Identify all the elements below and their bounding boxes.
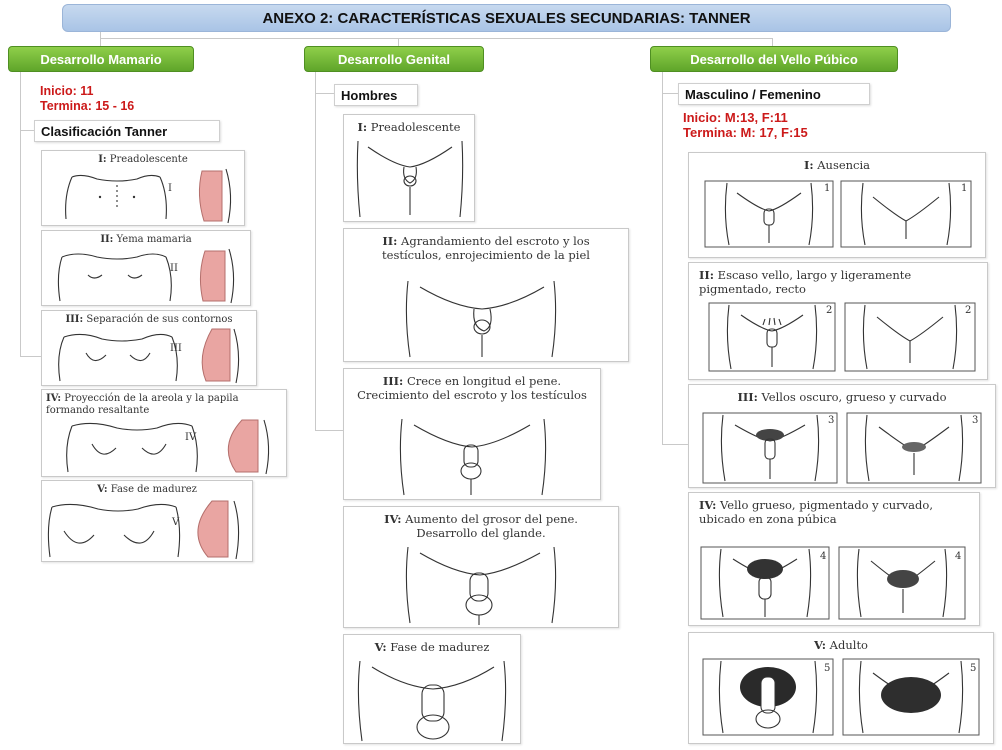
stage-number: 5 [970,663,977,674]
stage-number: 2 [965,305,972,316]
genital-stage-illustration [357,660,507,742]
connector-line [100,38,772,39]
vello-termina: Termina: M: 17, F:15 [683,125,808,140]
breast-stage-illustration [57,253,172,302]
genital-stage-card: V: Fase de madurez [343,634,521,744]
connector-line [100,32,101,46]
mamario-stage-card: II: Yema mamaria II [41,230,251,306]
connector-line [662,444,688,445]
stage-roman-label: III [170,343,182,354]
stage-roman-label: V [172,517,180,528]
connector-line [20,356,42,357]
genital-stage-caption: II: Agrandamiento del escroto y los test… [382,234,590,262]
stage-number: 2 [826,305,833,316]
connector-line [20,72,21,356]
stage-number: 3 [828,415,835,426]
mamario-stage-caption: IV: Proyección de la areola y la papila … [46,393,239,416]
breast-stage-illustration [47,503,181,558]
mamario-stage-card: III: Separación de sus contornos III [41,310,257,386]
genital-stage-illustration [405,546,557,625]
vello-stage-caption: II: Escaso vello, largo y ligeramente pi… [699,268,912,296]
mamario-stage-card: I: Preadolescente I [41,150,245,226]
stage-number: 4 [955,551,962,562]
vello-stage-caption: III: Vellos oscuro, grueso y curvado [737,390,947,404]
stage-number: 4 [820,551,827,562]
genital-stage-caption: V: Fase de madurez [374,640,490,654]
connector-line [315,93,335,94]
vello-stage-caption: V: Adulto [814,638,868,652]
genital-stage-illustration [405,280,557,358]
header-desarrollo-vello-pubico: Desarrollo del Vello Púbico [650,46,898,72]
stage-roman-label: IV [185,432,197,443]
breast-profile-illustration [227,419,270,475]
hombres-label: Hombres [334,84,418,106]
breast-stage-illustration [65,174,167,220]
genital-stage-caption: I: Preadolescente [357,120,461,134]
connector-line [662,72,663,444]
breast-profile-illustration [197,500,240,560]
genital-stage-caption: IV: Aumento del grosor del pene. Desarro… [384,512,578,540]
header-desarrollo-mamario: Desarrollo Mamario [8,46,194,72]
breast-profile-illustration [201,328,240,384]
genital-stage-card: IV: Aumento del grosor del pene. Desarro… [343,506,619,628]
genital-stage-card: III: Crece en longitud el pene. Crecimie… [343,368,601,500]
connector-line [20,130,42,131]
vello-stage-card: II: Escaso vello, largo y ligeramente pi… [688,262,988,380]
breast-stage-illustration [58,333,178,382]
breast-profile-illustration [199,248,235,304]
pubic-hair-illustration [702,658,980,736]
mamario-stage-caption: III: Separación de sus contornos [65,314,233,325]
vello-stage-card: III: Vellos oscuro, grueso y curvado 3 3 [688,384,996,488]
connector-line [398,38,399,46]
mamario-stage-card: IV: Proyección de la areola y la papila … [41,389,287,477]
mamario-termina: Termina: 15 - 16 [40,99,135,113]
genital-stage-illustration [356,140,464,218]
pubic-hair-illustration [704,180,972,248]
connector-line [315,430,343,431]
mamario-stage-card: V: Fase de madurez V [41,480,253,562]
genital-stage-card: II: Agrandamiento del escroto y los test… [343,228,629,362]
breast-profile-illustration [198,168,232,224]
stage-number: 1 [961,183,968,194]
connector-line [772,38,773,46]
vello-stage-card: IV: Vello grueso, pigmentado y curvado, … [688,492,980,626]
page-title: ANEXO 2: CARACTERÍSTICAS SEXUALES SECUND… [62,4,951,32]
pubic-hair-illustration [702,412,982,484]
vello-stage-caption: I: Ausencia [803,158,871,172]
vello-stage-caption: IV: Vello grueso, pigmentado y curvado, … [699,498,933,526]
stage-roman-label: II [170,263,178,274]
mamario-stage-caption: V: Fase de madurez [97,484,197,495]
mamario-inicio: Inicio: 11 [40,84,94,98]
vello-stage-card: V: Adulto 5 5 [688,632,994,744]
stage-roman-label: I [168,183,172,194]
stage-number: 3 [972,415,979,426]
genital-stage-caption: III: Crece en longitud el pene. Crecimie… [357,374,587,402]
pubic-hair-illustration [708,302,976,372]
header-desarrollo-genital: Desarrollo Genital [304,46,484,72]
connector-line [315,72,316,430]
stage-number: 5 [824,663,831,674]
stage-number: 1 [824,183,831,194]
genital-stage-illustration [399,418,547,496]
mamario-stage-caption: II: Yema mamaria [100,234,192,245]
vello-stage-card: I: Ausencia 1 1 [688,152,986,258]
clasificacion-tanner-label: Clasificación Tanner [34,120,220,142]
genital-stage-card: I: Preadolescente [343,114,475,222]
vello-inicio: Inicio: M:13, F:11 [683,110,788,125]
pubic-hair-illustration [700,546,966,620]
breast-stage-illustration [66,422,198,473]
connector-line [662,93,678,94]
masculino-femenino-label: Masculino / Femenino [678,83,870,105]
mamario-stage-caption: I: Preadolescente [98,154,188,165]
